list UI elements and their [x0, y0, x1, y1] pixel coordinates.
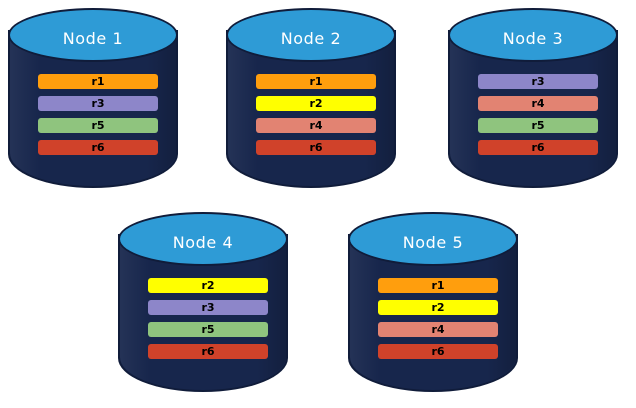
- replica-label: r3: [201, 301, 215, 314]
- cylinder-top-ellipse: Node 3: [448, 8, 618, 62]
- database-node-5[interactable]: Node 5 r1 r2 r4 r6: [348, 212, 518, 392]
- replica-bar-r6[interactable]: r6: [378, 344, 498, 359]
- replica-bar-r4[interactable]: r4: [378, 322, 498, 337]
- replica-bar-r6[interactable]: r6: [148, 344, 268, 359]
- replica-bar-r4[interactable]: r4: [478, 96, 598, 111]
- node-label: Node 3: [502, 28, 564, 48]
- replica-bar-r1[interactable]: r1: [38, 74, 158, 89]
- replica-bar-r5[interactable]: r5: [38, 118, 158, 133]
- cylinder-top-ellipse: Node 4: [118, 212, 288, 266]
- replica-list: r2 r3 r5 r6: [148, 278, 268, 359]
- replica-label: r4: [431, 323, 445, 336]
- replica-bar-r3[interactable]: r3: [478, 74, 598, 89]
- replica-label: r6: [309, 141, 323, 154]
- replica-label: r2: [309, 97, 323, 110]
- replica-bar-r5[interactable]: r5: [478, 118, 598, 133]
- node-label: Node 4: [172, 232, 234, 252]
- replica-label: r6: [91, 141, 105, 154]
- replica-bar-r6[interactable]: r6: [38, 140, 158, 155]
- replica-bar-r2[interactable]: r2: [148, 278, 268, 293]
- replica-list: r3 r4 r5 r6: [478, 74, 598, 155]
- cylinder-top-ellipse: Node 1: [8, 8, 178, 62]
- replica-bar-r1[interactable]: r1: [256, 74, 376, 89]
- replica-label: r1: [309, 75, 323, 88]
- node-label: Node 1: [62, 28, 124, 48]
- replica-label: r4: [309, 119, 323, 132]
- replica-bar-r2[interactable]: r2: [256, 96, 376, 111]
- replica-bar-r3[interactable]: r3: [38, 96, 158, 111]
- replica-label: r5: [531, 119, 545, 132]
- replica-label: r3: [531, 75, 545, 88]
- replica-label: r5: [91, 119, 105, 132]
- replica-bar-r6[interactable]: r6: [478, 140, 598, 155]
- replica-label: r2: [201, 279, 215, 292]
- cylinder-top-ellipse: Node 5: [348, 212, 518, 266]
- replica-list: r1 r3 r5 r6: [38, 74, 158, 155]
- replica-label: r6: [531, 141, 545, 154]
- replica-label: r3: [91, 97, 105, 110]
- replica-label: r6: [201, 345, 215, 358]
- database-node-1[interactable]: Node 1 r1 r3 r5 r6: [8, 8, 178, 188]
- replica-label: r1: [91, 75, 105, 88]
- replica-label: r6: [431, 345, 445, 358]
- replica-bar-r4[interactable]: r4: [256, 118, 376, 133]
- database-node-2[interactable]: Node 2 r1 r2 r4 r6: [226, 8, 396, 188]
- replica-label: r5: [201, 323, 215, 336]
- cylinder-top-ellipse: Node 2: [226, 8, 396, 62]
- replica-bar-r6[interactable]: r6: [256, 140, 376, 155]
- replica-bar-r1[interactable]: r1: [378, 278, 498, 293]
- replica-label: r4: [531, 97, 545, 110]
- replica-bar-r5[interactable]: r5: [148, 322, 268, 337]
- node-label: Node 2: [280, 28, 342, 48]
- database-node-3[interactable]: Node 3 r3 r4 r5 r6: [448, 8, 618, 188]
- replica-label: r1: [431, 279, 445, 292]
- replica-bar-r3[interactable]: r3: [148, 300, 268, 315]
- replica-list: r1 r2 r4 r6: [378, 278, 498, 359]
- database-node-4[interactable]: Node 4 r2 r3 r5 r6: [118, 212, 288, 392]
- replica-bar-r2[interactable]: r2: [378, 300, 498, 315]
- node-label: Node 5: [402, 232, 464, 252]
- replica-list: r1 r2 r4 r6: [256, 74, 376, 155]
- replica-label: r2: [431, 301, 445, 314]
